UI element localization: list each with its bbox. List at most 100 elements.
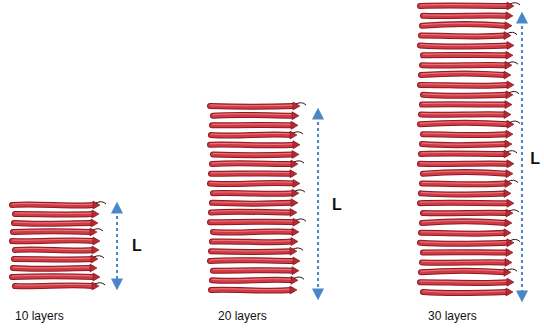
strand-arrowhead <box>504 189 511 197</box>
strand-edge <box>420 161 508 168</box>
strand-arrowhead <box>505 140 512 148</box>
beta-strand <box>210 143 294 148</box>
strand-edge <box>422 24 506 26</box>
strand-highlight <box>211 288 291 290</box>
beta-strand <box>12 238 94 243</box>
beta-strand <box>213 191 293 196</box>
strand-edge <box>13 265 91 272</box>
strand-edge <box>210 219 294 225</box>
strand-highlight <box>423 133 507 135</box>
beta-strand <box>420 201 508 205</box>
beta-strand <box>423 292 507 293</box>
strand-edge <box>12 204 94 205</box>
strand-edge <box>211 134 291 135</box>
strand-arrowhead <box>291 238 298 246</box>
beta-strand <box>421 151 505 155</box>
beta-strand <box>213 268 293 272</box>
strand-highlight <box>12 203 94 204</box>
loop <box>510 3 520 5</box>
beta-strand <box>421 193 505 194</box>
strand-edge <box>12 273 94 280</box>
strand-edge <box>420 3 508 9</box>
beta-strand <box>422 182 506 187</box>
beta-strand <box>15 249 93 250</box>
strand-highlight <box>210 220 294 221</box>
strand-highlight <box>421 34 505 36</box>
strand-highlight <box>211 172 291 173</box>
strand-edge <box>422 101 506 107</box>
strand-highlight <box>15 248 93 249</box>
strand-arrowhead <box>506 170 513 178</box>
beta-strand <box>213 231 293 232</box>
strand-edge <box>423 249 507 255</box>
strand-edge <box>213 231 293 232</box>
strand-edge <box>213 190 293 197</box>
strand-highlight <box>14 222 92 224</box>
length-arrow <box>116 204 118 288</box>
beta-strand <box>420 243 508 244</box>
loop <box>293 132 303 134</box>
strand-highlight <box>211 210 291 212</box>
beta-strand <box>211 134 291 135</box>
strand-edge <box>421 193 505 194</box>
strand-arrowhead <box>504 229 511 237</box>
strand-edge <box>211 287 291 294</box>
strand-highlight <box>423 94 507 95</box>
loop <box>296 103 306 105</box>
loop <box>295 190 305 192</box>
strand-edge <box>422 144 506 145</box>
strand-arrowhead <box>504 110 511 118</box>
strand-highlight <box>420 4 508 5</box>
strand-edge <box>423 131 507 138</box>
beta-strand <box>422 144 506 145</box>
strand-edge <box>422 181 506 188</box>
strand-edge <box>421 33 505 40</box>
beta-strand <box>13 266 91 271</box>
beta-strand <box>213 152 293 157</box>
strand-highlight <box>210 105 294 107</box>
strand-edge <box>423 95 507 96</box>
beta-strand <box>15 283 93 288</box>
strand-arrowhead <box>505 219 512 227</box>
strand-highlight <box>420 281 508 283</box>
strand-arrowhead <box>507 41 514 49</box>
strand-edge <box>212 160 292 167</box>
loop <box>507 32 517 34</box>
strand-highlight <box>422 63 506 65</box>
strand-arrowhead <box>93 273 100 281</box>
strand-edge <box>421 271 505 273</box>
beta-strand <box>210 220 294 224</box>
beta-strand <box>422 102 506 106</box>
strand-arrowhead <box>293 257 300 265</box>
strand-arrowhead <box>292 150 299 158</box>
strand-highlight <box>13 230 91 232</box>
strand-edge <box>420 279 508 286</box>
strand-edge <box>213 267 293 273</box>
strand-highlight <box>213 153 293 155</box>
strand-highlight <box>13 267 91 269</box>
strand-edge <box>12 237 94 244</box>
loop <box>93 229 103 231</box>
strand-highlight <box>14 258 92 259</box>
strand-arrowhead <box>290 170 297 178</box>
beta-strand <box>210 104 294 109</box>
strand-edge <box>15 249 93 250</box>
beta-strand <box>14 257 92 261</box>
beta-strand <box>422 221 506 223</box>
beta-strand <box>423 132 507 137</box>
strand-arrowhead <box>91 219 98 227</box>
beta-strand <box>423 172 507 174</box>
strand-highlight <box>15 213 93 214</box>
strand-edge <box>421 74 505 76</box>
stack-caption: 20 layers <box>218 309 267 323</box>
strand-arrowhead <box>507 81 514 89</box>
strand-edge <box>210 142 294 149</box>
beta-strand <box>210 258 294 263</box>
strand-highlight <box>210 182 294 183</box>
beta-strand <box>211 288 291 293</box>
strand-arrowhead <box>291 121 298 129</box>
strand-arrowhead <box>292 228 299 236</box>
strand-edge <box>212 280 292 281</box>
beta-strand <box>212 201 292 206</box>
